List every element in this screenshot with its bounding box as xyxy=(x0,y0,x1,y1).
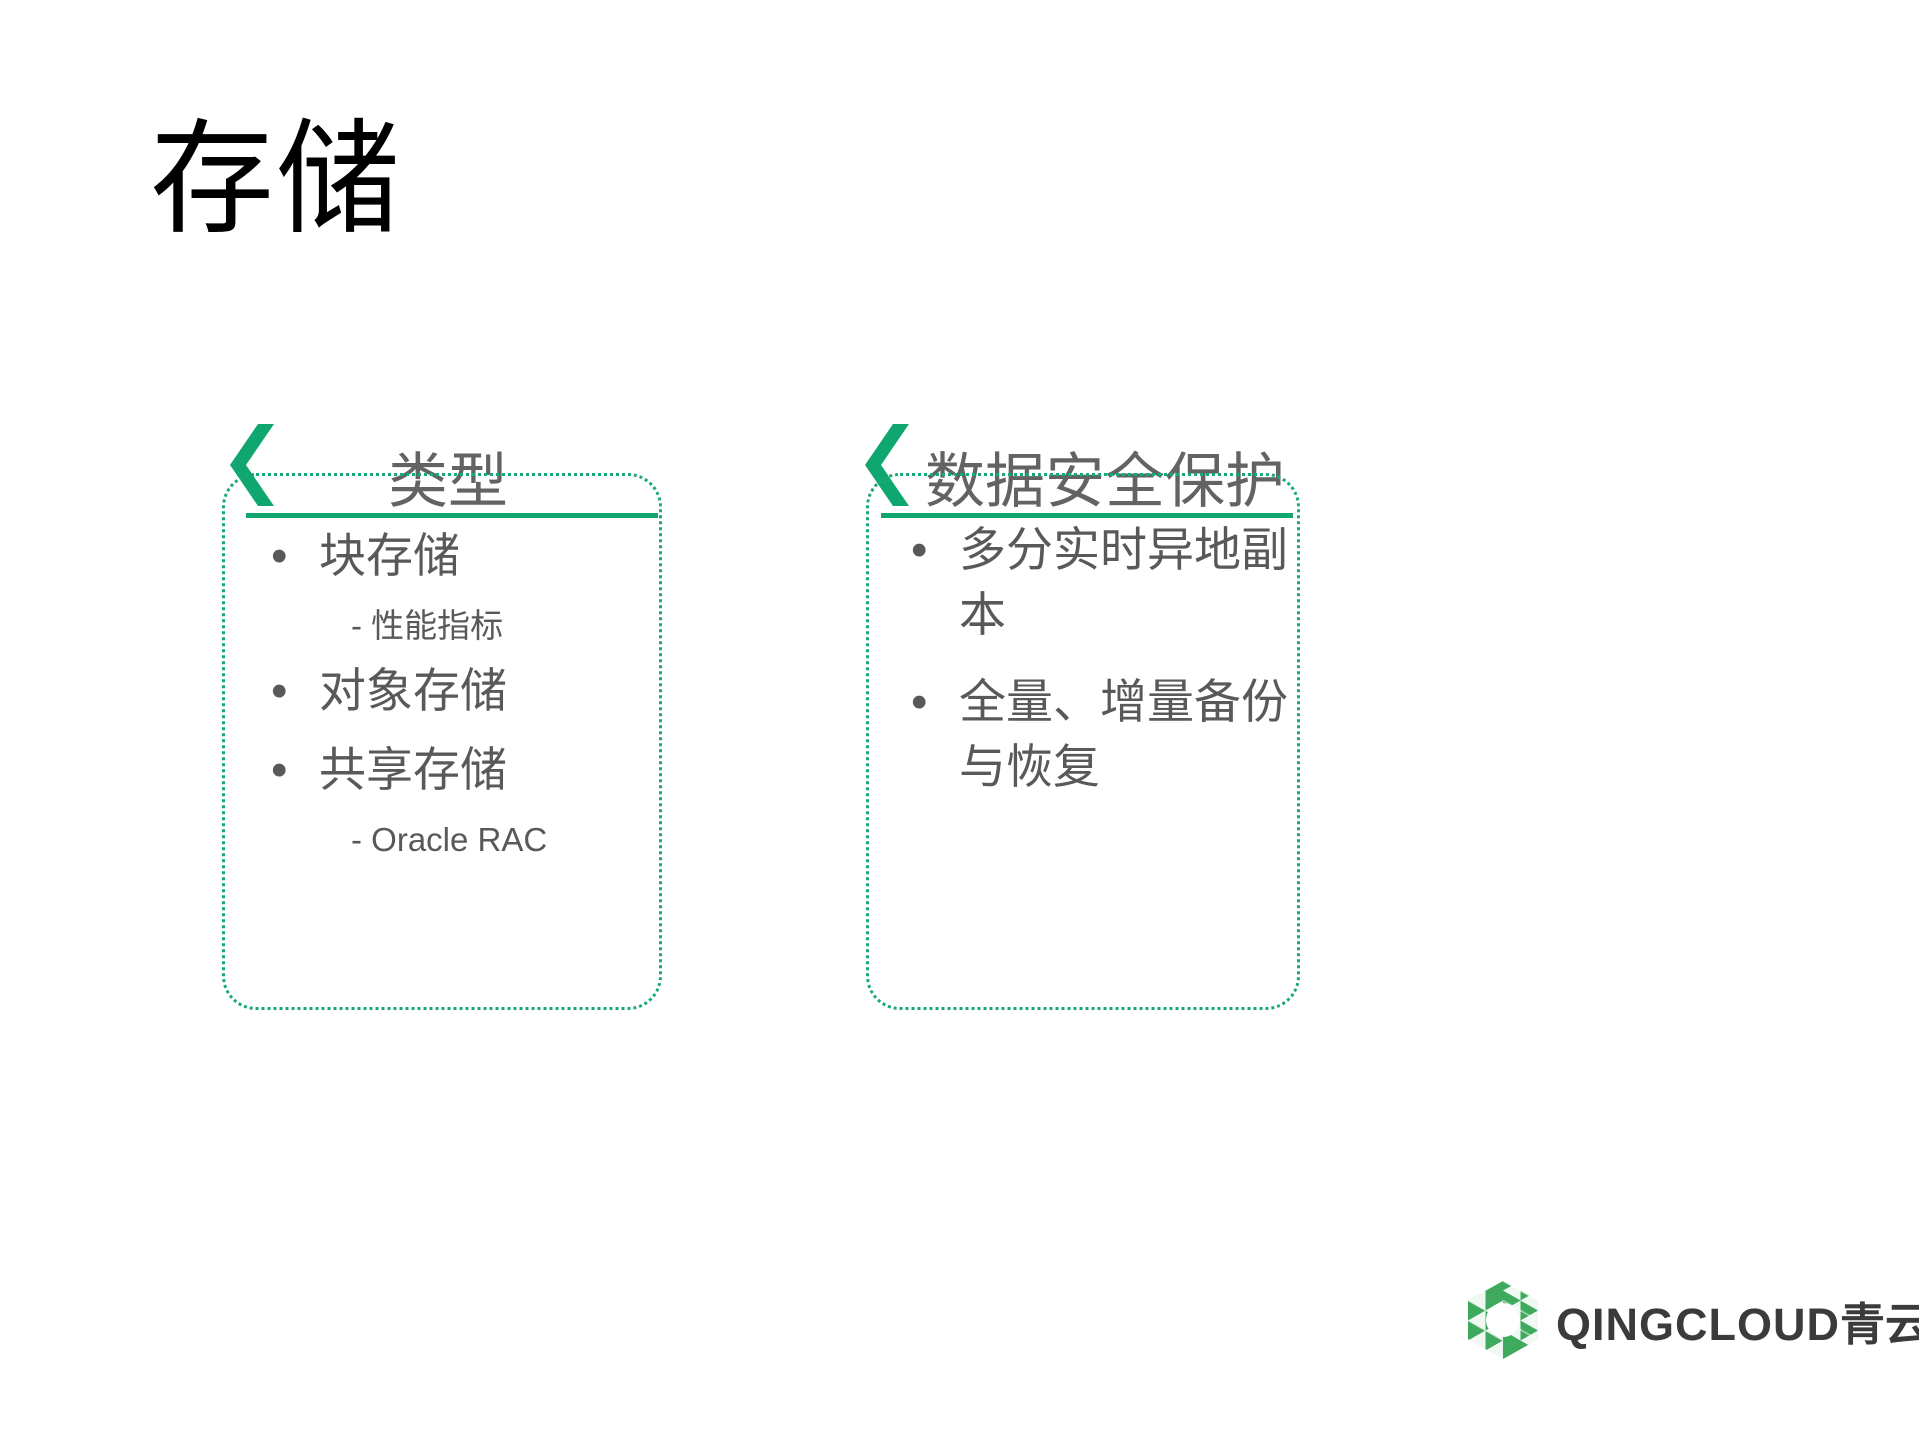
page-title: 存储 xyxy=(150,111,403,249)
qingcloud-logo: QINGCLOUD青云 xyxy=(1466,1281,1919,1359)
logo-wordmark: QINGCLOUD青云 xyxy=(1556,1288,1919,1353)
qingcloud-hexagon-icon xyxy=(1468,1281,1538,1359)
section-rule xyxy=(881,513,1293,518)
list-item: 全量、增量备份与恢复 xyxy=(887,670,1289,800)
bullet-list-security: 多分实时异地副本 全量、增量备份与恢复 xyxy=(869,476,1297,799)
list-sub-item: - 性能指标 xyxy=(351,606,504,644)
list-sub-item: - Oracle RAC xyxy=(351,820,548,858)
logo-wordmark-cn: 青云 xyxy=(1840,1298,1919,1350)
content-box-type: 块存储 - 性能指标 对象存储 共享存储 - Oracle RAC xyxy=(222,473,662,1010)
section-rule xyxy=(246,513,658,518)
content-box-security: 多分实时异地副本 全量、增量备份与恢复 xyxy=(866,473,1300,1010)
list-item: 对象存储 xyxy=(247,659,659,724)
list-item: 块存储 xyxy=(247,524,659,589)
section-title-type: 类型 xyxy=(388,448,508,515)
section-header-type: 类型 xyxy=(228,422,658,518)
logo-wordmark-en: QINGCLOUD xyxy=(1556,1298,1840,1350)
list-item: 多分实时异地副本 xyxy=(887,518,1289,648)
list-item: 共享存储 xyxy=(247,738,659,803)
section-header-security: 数据安全保护 xyxy=(863,422,1293,518)
bullet-list-type: 块存储 - 性能指标 对象存储 共享存储 - Oracle RAC xyxy=(225,476,659,863)
section-title-security: 数据安全保护 xyxy=(925,448,1285,515)
